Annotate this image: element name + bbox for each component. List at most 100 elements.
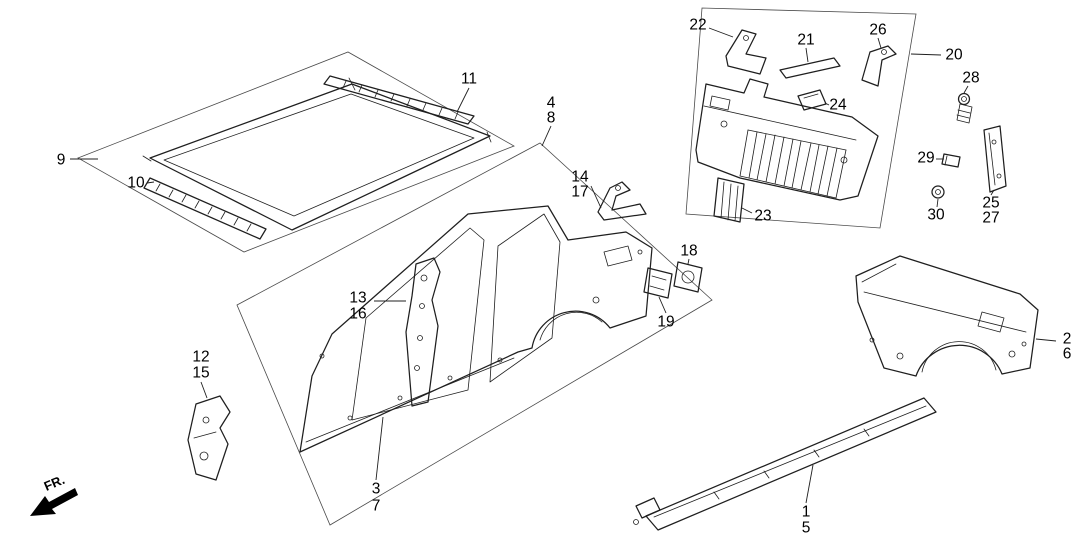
quarter-panel-sail-line xyxy=(861,263,897,283)
callout-15: 15 xyxy=(192,365,209,382)
callout-11: 11 xyxy=(461,71,477,88)
leader-line-26 xyxy=(877,37,882,49)
fr-direction-indicator: FR. xyxy=(30,472,78,516)
callout-9: 9 xyxy=(57,152,66,169)
rear-door-opening xyxy=(489,213,561,383)
callout-23: 23 xyxy=(754,208,771,225)
callout-17: 17 xyxy=(571,184,588,201)
quarter-panel-cutout xyxy=(977,311,1005,333)
side-panel-outer xyxy=(299,205,653,453)
hardware-parts xyxy=(931,92,1007,199)
rear-panel-clip xyxy=(797,89,827,111)
rocker-hole xyxy=(497,357,503,363)
side-group-box xyxy=(236,142,713,526)
rear-panel xyxy=(695,78,879,201)
roof-rail-rear xyxy=(323,75,475,125)
leader-line-11 xyxy=(456,87,470,113)
leader-line-22 xyxy=(708,27,734,38)
callout-26: 26 xyxy=(869,22,886,39)
leader-line-23 xyxy=(741,207,753,214)
rocker-hole xyxy=(447,375,453,381)
side-bracket-line xyxy=(988,132,996,186)
side-bracket xyxy=(983,125,1007,193)
clip-part xyxy=(941,153,961,168)
callout-29: 29 xyxy=(917,150,934,167)
callout-3: 3 xyxy=(372,481,381,498)
center-pillar-stiffener xyxy=(405,257,441,407)
side-panel-hole xyxy=(637,249,643,255)
bracket-right-hole xyxy=(881,49,887,55)
callout-13: 13 xyxy=(349,290,366,307)
bracket-hole xyxy=(202,416,210,424)
leader-line-14 xyxy=(590,185,602,209)
leader-line-1 xyxy=(805,464,814,504)
callout-12: 12 xyxy=(192,349,209,366)
rocker-hole xyxy=(397,395,403,401)
roof-side-bracket-hole xyxy=(615,185,621,191)
side-panel-hole xyxy=(592,296,600,304)
callout-8: 8 xyxy=(547,110,556,127)
callout-5: 5 xyxy=(802,520,811,537)
callout-7: 7 xyxy=(372,498,381,515)
side-panel-assembly xyxy=(187,142,713,526)
stiffener-hole xyxy=(419,303,425,309)
bracket-left-hole xyxy=(743,35,749,41)
side-sill-end-hole xyxy=(633,519,639,525)
bolt-shaft xyxy=(956,103,973,124)
grommet-outer xyxy=(931,185,945,199)
leader-line-20 xyxy=(910,53,942,56)
rear-panel-beam-line xyxy=(703,105,857,141)
fuel-lid-part xyxy=(673,261,703,293)
leader-line-10 xyxy=(146,181,155,184)
callout-27: 27 xyxy=(982,210,999,227)
quarter-panel-hole xyxy=(896,352,904,360)
roof-side-bracket xyxy=(597,181,647,221)
callout-1: 1 xyxy=(802,504,811,521)
side-wheel-arch-inner xyxy=(539,311,603,341)
callout-18: 18 xyxy=(680,243,697,260)
callout-4: 4 xyxy=(547,95,556,112)
callout-22: 22 xyxy=(689,17,706,34)
callout-25: 25 xyxy=(982,195,999,212)
rear-panel-rib-rails xyxy=(739,129,847,199)
callout-10: 10 xyxy=(127,175,145,192)
quarter-panel-hole xyxy=(1008,350,1016,358)
roof-rail-rear-hatching xyxy=(342,80,459,120)
callout-annotations: 1234567891011121314151617181920212223242… xyxy=(57,17,1072,537)
callout-2: 2 xyxy=(1063,331,1072,348)
callout-21: 21 xyxy=(797,32,814,49)
leader-line-24 xyxy=(824,102,830,106)
leader-line-30 xyxy=(936,198,939,208)
front-door-opening xyxy=(351,227,485,421)
fuel-lid-hole xyxy=(681,270,695,284)
quarter-wheel-arch-inner xyxy=(921,341,997,373)
callout-20: 20 xyxy=(945,47,963,64)
roof-panel-inner-line xyxy=(163,93,475,217)
side-sill-slots xyxy=(713,428,870,500)
side-bracket-hole xyxy=(991,139,997,145)
callout-16: 16 xyxy=(349,306,366,323)
leader-line-3 xyxy=(375,416,384,481)
stiffener-hole xyxy=(420,274,428,282)
rear-panel-hole xyxy=(840,156,848,164)
roof-assembly xyxy=(77,51,515,253)
roof-group-box xyxy=(77,51,515,253)
leader-line-25 xyxy=(990,189,995,196)
rear-panel-gusset-ribs xyxy=(720,181,739,222)
rear-panel-bracket-right xyxy=(861,45,897,87)
front-pillar-hole xyxy=(319,353,325,359)
rear-panel-assembly xyxy=(685,7,917,229)
quarter-panel-crease xyxy=(863,291,1027,333)
grommet-inner xyxy=(935,189,941,195)
quarter-panel xyxy=(855,255,1039,377)
side-sill-end-bracket xyxy=(635,497,661,519)
rocker-inner-line xyxy=(305,357,515,443)
leader-line-2 xyxy=(1035,338,1057,342)
rear-panel-clip-line xyxy=(803,93,819,99)
leader-line-15 xyxy=(200,381,208,399)
side-sill-panel xyxy=(645,397,937,531)
leader-line-4 xyxy=(541,125,552,147)
front-pillar-bracket xyxy=(187,395,231,481)
